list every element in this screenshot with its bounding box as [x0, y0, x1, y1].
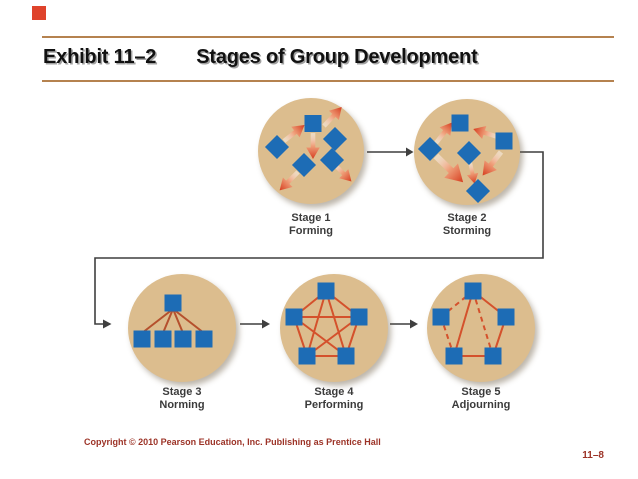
stage5-dashed-lines: [440, 290, 494, 357]
arrowhead-performing-to-adjourning: [410, 319, 418, 329]
title-accent-square: [32, 6, 46, 20]
title-rule-top: [42, 36, 614, 38]
stage1-number: Stage 1: [291, 212, 331, 224]
stage2-storming-graphic: [417, 114, 513, 204]
stage3-norming-circle: [128, 274, 236, 382]
connector-lines: [94, 151, 544, 325]
stage2-label: Stage 2 Storming: [407, 212, 527, 237]
stage2-name: Storming: [442, 224, 492, 237]
stage1-name: Forming: [289, 224, 333, 237]
stage5-member-squares: [432, 282, 515, 365]
stage2-storming-circle: [414, 99, 520, 205]
stage1-forming-circle: [258, 98, 364, 204]
copyright-notice: Copyright © 2010 Pearson Education, Inc.…: [84, 437, 381, 447]
stage4-number: Stage 4: [314, 386, 354, 398]
arrowhead-forming-to-storming: [406, 147, 414, 157]
page-title: Exhibit 11–2 Stages of Group Development: [43, 46, 478, 69]
arrowhead-norming-to-performing: [262, 319, 270, 329]
stage5-adjourning-graphic: [432, 282, 515, 365]
stage5-name: Adjourning: [451, 398, 511, 411]
stage2-number: Stage 2: [447, 212, 487, 224]
stage4-network-lines: [293, 290, 360, 357]
stage1-forming-graphic: [264, 102, 357, 196]
connector-arrowheads: [103, 147, 418, 329]
stage4-member-squares: [285, 282, 368, 365]
stage5-adjourning-circle: [427, 274, 535, 382]
stage1-label: Stage 1 Forming: [251, 212, 371, 237]
stage1-member-squares: [264, 115, 348, 178]
exhibit-number: Exhibit 11–2: [43, 46, 157, 68]
stage3-number: Stage 3: [162, 386, 202, 398]
stage4-performing-circle: [280, 274, 388, 382]
stage5-number: Stage 5: [461, 386, 501, 398]
slide-page-number: 11–8: [582, 450, 604, 461]
stage3-norming-graphic: [133, 294, 213, 348]
stage5-label: Stage 5 Adjourning: [421, 386, 541, 411]
stage3-label: Stage 3 Norming: [122, 386, 242, 411]
title-text: Stages of Group Development: [196, 46, 478, 68]
arrowhead-into-norming: [103, 319, 112, 329]
stage3-member-squares: [133, 294, 213, 348]
stage2-member-squares: [417, 114, 513, 204]
stage4-label: Stage 4 Performing: [274, 386, 394, 411]
title-rule-bottom: [42, 80, 614, 82]
stage4-name: Performing: [304, 398, 364, 411]
stage3-hierarchy-lines: [141, 308, 205, 334]
stage3-name: Norming: [159, 398, 205, 411]
stage4-performing-graphic: [285, 282, 368, 365]
